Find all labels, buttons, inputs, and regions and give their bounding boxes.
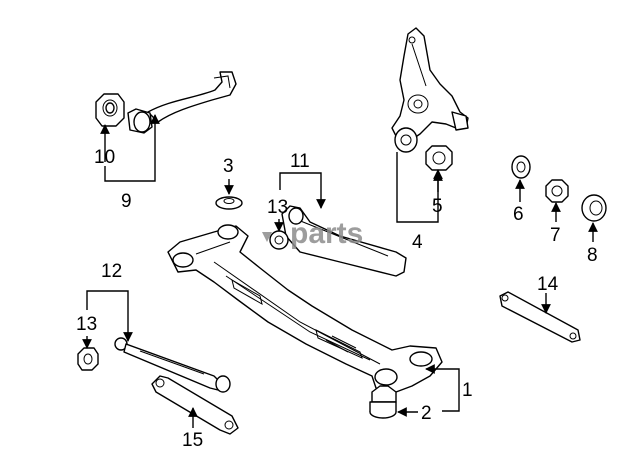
callout-6: 6 (513, 204, 524, 225)
nut-part-7 (545, 179, 569, 203)
knuckle-part-4 (391, 27, 469, 153)
callout-13-upper: 13 (267, 197, 288, 218)
watermark-text: parts (290, 217, 363, 250)
callout-2: 2 (421, 403, 432, 424)
lateral-link-part-12 (114, 337, 231, 393)
callout-13-lower: 13 (76, 314, 97, 335)
callout-11: 11 (290, 151, 310, 172)
callout-9: 9 (121, 191, 132, 212)
bushing-part-10 (95, 93, 125, 127)
callout-4: 4 (412, 232, 423, 253)
callout-7: 7 (550, 225, 561, 246)
bushing-part-2 (369, 385, 397, 419)
callout-8: 8 (587, 245, 598, 266)
callout-14: 14 (537, 274, 559, 295)
washer-part-3 (215, 196, 243, 210)
trailing-link-part-9 (127, 71, 237, 134)
callout-labels: 10 9 3 11 13 5 4 6 7 8 12 13 14 1 2 15 (76, 147, 598, 451)
leader-lines (82, 114, 598, 428)
bushing-part-5 (425, 145, 453, 171)
callout-12: 12 (101, 261, 122, 282)
watermark-logo: parts (262, 217, 363, 250)
callout-10: 10 (94, 147, 115, 168)
bushing-part-13-lower (77, 347, 99, 371)
crossmember-part-1 (167, 224, 443, 393)
callout-1: 1 (462, 380, 473, 401)
strap-part-14 (499, 291, 581, 343)
bushing-part-8 (581, 194, 607, 222)
lower-arm-part-11 (281, 205, 407, 277)
callout-15: 15 (182, 430, 203, 451)
strap-part-15 (151, 375, 239, 435)
washer-part-6 (511, 155, 531, 179)
bushing-part-13-upper (269, 230, 289, 250)
callout-3: 3 (223, 156, 234, 177)
callout-5: 5 (432, 196, 443, 217)
